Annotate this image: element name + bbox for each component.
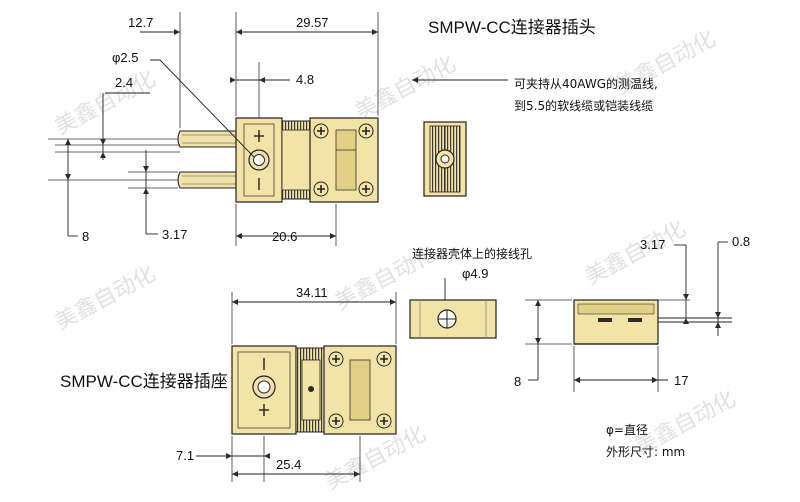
dim-pin-spacing: 8 <box>82 229 89 244</box>
dim-pin-thickness: 3.17 <box>162 227 187 242</box>
note-wire-line2: 到5.5的软线缆或铠装线缆 <box>514 98 653 113</box>
plug-pin-top <box>177 130 237 148</box>
note-wire-line1: 可夹持从40AWG的测温线, <box>514 76 658 91</box>
dim-socket-length: 34.11 <box>296 285 328 300</box>
side-view: 3.17 0.8 8 17 <box>514 234 750 392</box>
watermark-1: 美鑫自动化 <box>51 67 160 141</box>
dim-plug-pin-length: 12.7 <box>128 15 153 30</box>
dim-side-height: 8 <box>514 374 521 389</box>
dim-pin-to-body: 4.8 <box>296 72 314 87</box>
watermark-6: 美鑫自动化 <box>581 217 690 291</box>
dim-hole-diameter: φ4.9 <box>462 266 489 281</box>
dim-pin-offset: 2.4 <box>115 75 133 90</box>
watermark-4: 美鑫自动化 <box>51 262 160 336</box>
title-plug: SMPW-CC连接器插头 <box>428 18 596 37</box>
dim-plug-base: 20.6 <box>272 229 297 244</box>
plug-pin-bottom <box>177 171 237 189</box>
legend-size: 外形尺寸: mm <box>606 445 685 459</box>
dim-socket-base: 25.4 <box>276 457 301 472</box>
dim-side-gap: 0.8 <box>732 234 750 249</box>
plug-drawing: 12.7 29.57 φ2.5 2.4 4.8 8 3.17 <box>48 12 379 246</box>
plug-screws <box>313 123 374 197</box>
dim-plug-body-length: 29.57 <box>296 15 329 30</box>
socket-drawing: 34.11 7.1 25.4 <box>176 285 397 482</box>
note-hole-label: 连接器壳体上的接线孔 <box>412 246 532 261</box>
plug-end-view <box>423 121 467 197</box>
dim-phi-pin: φ2.5 <box>112 50 139 65</box>
dim-socket-offset: 7.1 <box>176 448 194 463</box>
socket-screws <box>328 351 392 429</box>
dim-side-thickness: 3.17 <box>640 237 665 252</box>
title-socket: SMPW-CC连接器插座 <box>60 372 228 391</box>
dim-side-length: 17 <box>674 373 688 388</box>
watermark-2: 美鑫自动化 <box>351 52 460 126</box>
hole-end-view <box>409 299 497 339</box>
legend-phi: φ=直径 <box>606 423 648 437</box>
